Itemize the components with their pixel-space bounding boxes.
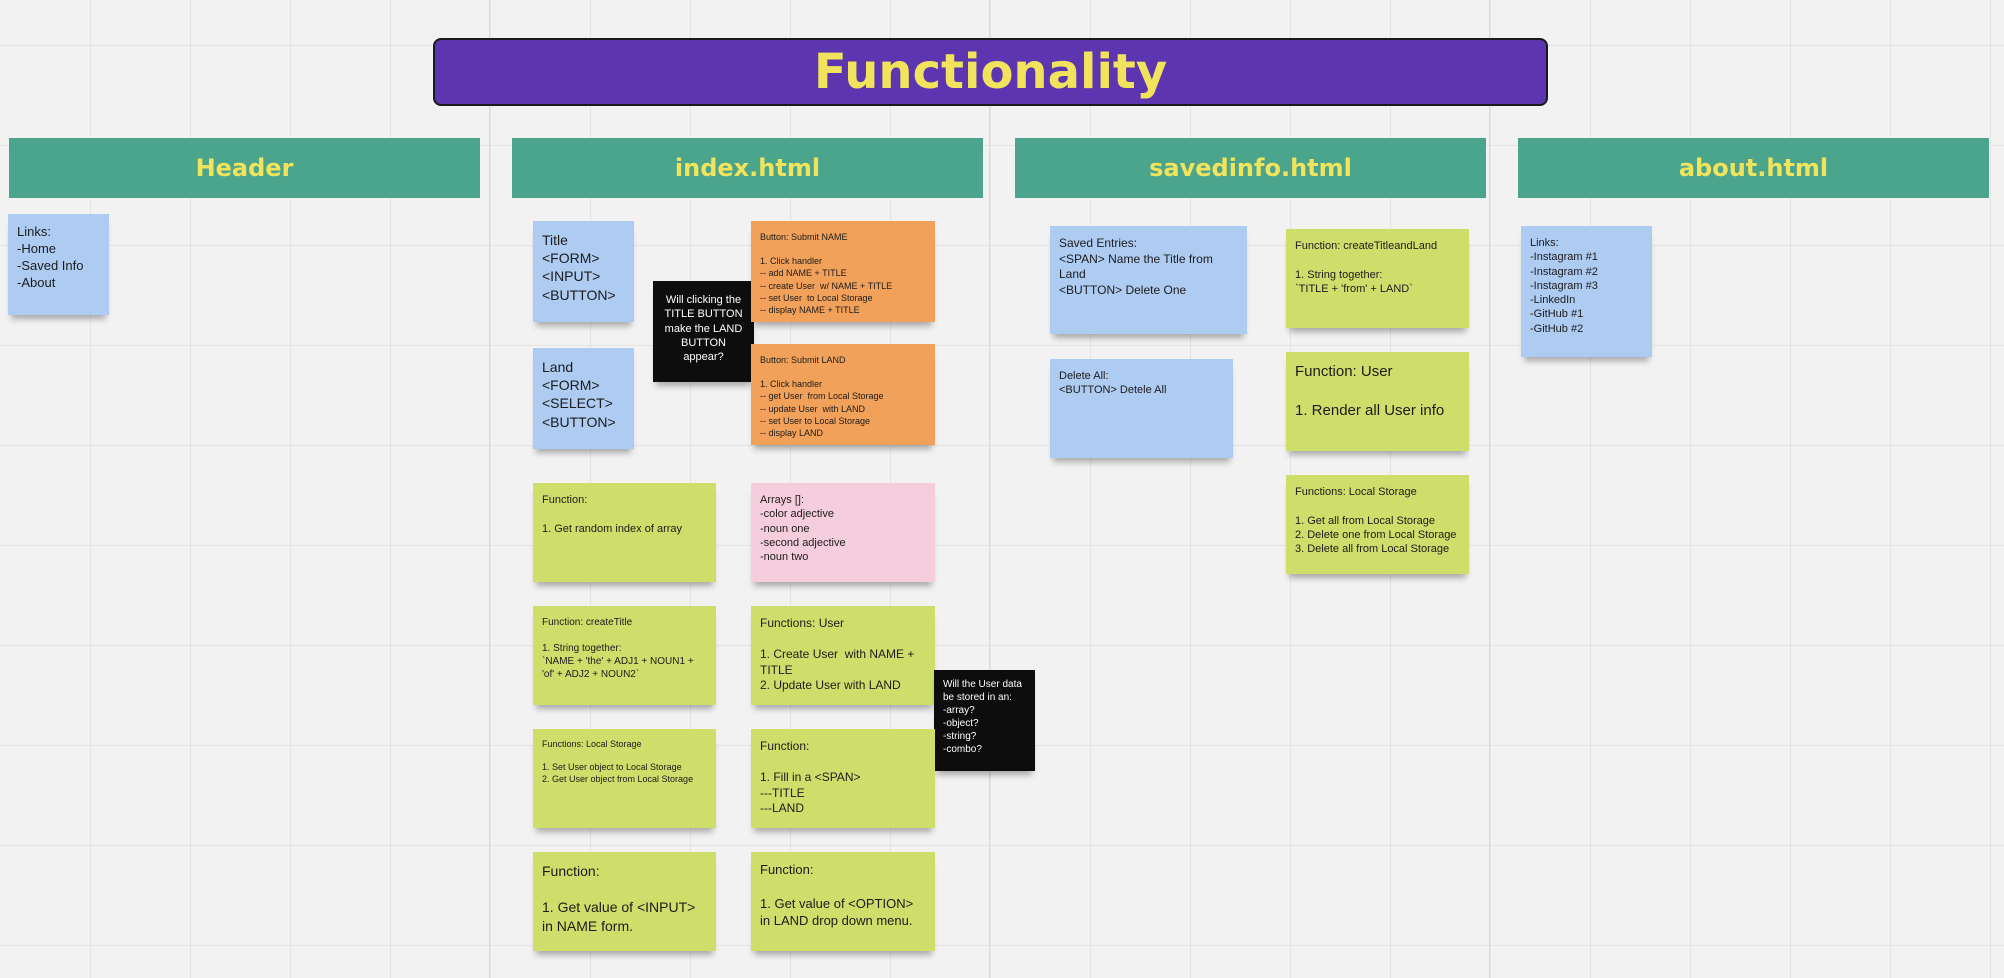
column-header-header[interactable]: Header — [9, 138, 480, 198]
sticky-note-functions-user[interactable]: Functions: User 1. Create User with NAME… — [751, 606, 935, 705]
sticky-note-arrays[interactable]: Arrays []: -color adjective -noun one -s… — [751, 483, 935, 582]
sticky-note-header-links[interactable]: Links: -Home -Saved Info -About — [8, 214, 109, 315]
sticky-note-submit-name[interactable]: Button: Submit NAME 1. Click handler -- … — [751, 221, 935, 322]
sticky-note-title-form[interactable]: Title <FORM> <INPUT> <BUTTON> — [533, 221, 634, 322]
sticky-note-fill-span[interactable]: Function: 1. Fill in a <SPAN> ---TITLE -… — [751, 729, 935, 828]
sticky-note-about-links[interactable]: Links: -Instagram #1 -Instagram #2 -Inst… — [1521, 226, 1652, 357]
column-divider — [989, 0, 990, 978]
sticky-note-get-option[interactable]: Function: 1. Get value of <OPTION> in LA… — [751, 852, 935, 951]
sticky-note-question-title-button[interactable]: Will clicking the TITLE BUTTON make the … — [653, 281, 754, 382]
sticky-note-create-title[interactable]: Function: createTitle 1. String together… — [533, 606, 716, 705]
sticky-note-saved-entries[interactable]: Saved Entries: <SPAN> Name the Title fro… — [1050, 226, 1247, 334]
column-divider — [489, 0, 490, 978]
sticky-note-submit-land[interactable]: Button: Submit LAND 1. Click handler -- … — [751, 344, 935, 445]
sticky-note-get-input[interactable]: Function: 1. Get value of <INPUT> in NAM… — [533, 852, 716, 951]
column-divider — [1489, 0, 1490, 978]
column-header-label: Header — [195, 154, 294, 182]
sticky-note-function-random-index[interactable]: Function: 1. Get random index of array — [533, 483, 716, 582]
column-header-index[interactable]: index.html — [512, 138, 983, 198]
column-header-label: savedinfo.html — [1149, 154, 1352, 182]
column-header-about[interactable]: about.html — [1518, 138, 1989, 198]
column-header-label: index.html — [674, 154, 821, 182]
sticky-note-question-user-data[interactable]: Will the User data be stored in an: -arr… — [934, 670, 1035, 771]
column-header-savedinfo[interactable]: savedinfo.html — [1015, 138, 1486, 198]
column-header-label: about.html — [1678, 154, 1829, 182]
sticky-note-saved-local-storage[interactable]: Functions: Local Storage 1. Get all from… — [1286, 475, 1469, 574]
sticky-note-land-form[interactable]: Land <FORM> <SELECT> <BUTTON> — [533, 348, 634, 449]
sticky-note-local-storage[interactable]: Functions: Local Storage 1. Set User obj… — [533, 729, 716, 828]
sticky-note-function-user[interactable]: Function: User 1. Render all User info — [1286, 352, 1469, 451]
sticky-note-create-title-and-land[interactable]: Function: createTitleandLand 1. String t… — [1286, 229, 1469, 328]
board-title-banner[interactable]: Functionality — [433, 38, 1548, 106]
sticky-note-delete-all[interactable]: Delete All: <BUTTON> Detele All — [1050, 359, 1233, 458]
board-title: Functionality — [813, 44, 1168, 100]
